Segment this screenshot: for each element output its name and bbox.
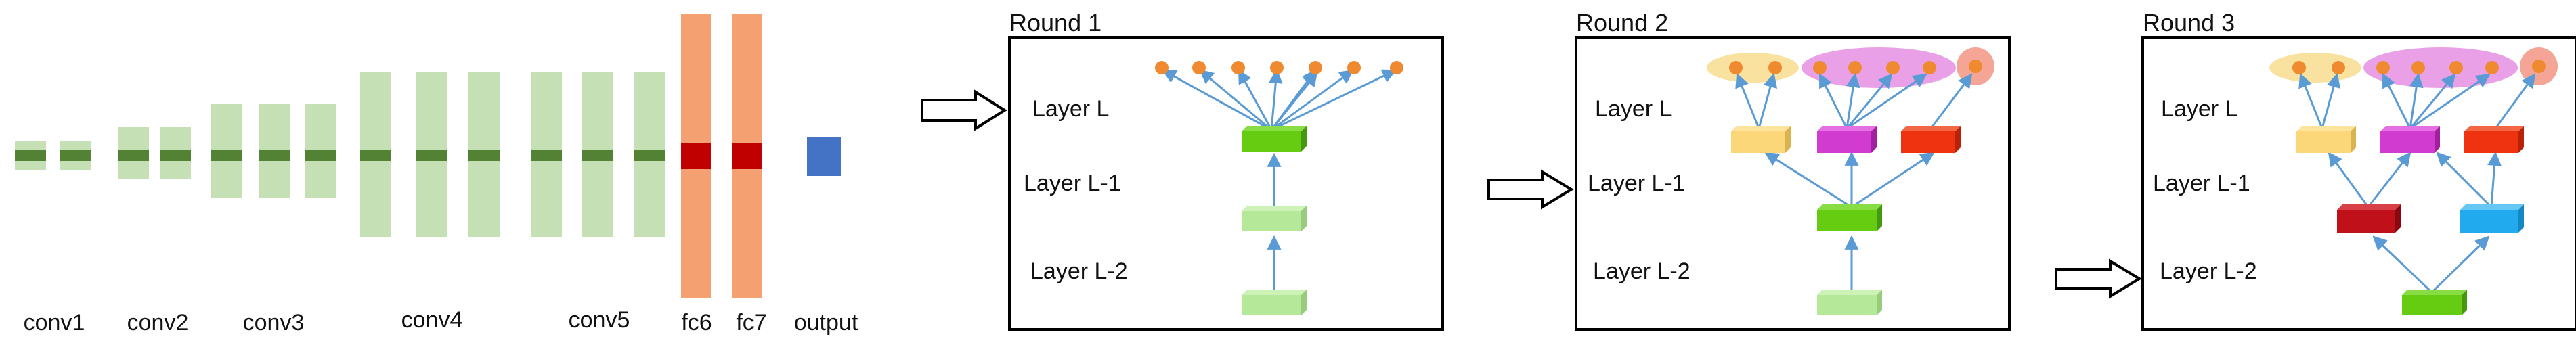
round2-node-l-red [1901,126,1961,153]
round2-layer-l-1: Layer L-1 [1588,170,1685,196]
round2-node-l-magenta [1817,126,1877,153]
round1-panel: Round 1 Layer L Layer L-1 Layer L-2 [1008,9,1444,331]
yellow-cluster [1707,53,1799,83]
fc7-label: fc7 [736,310,766,336]
conv4-label: conv4 [401,307,463,333]
round3-title: Round 3 [2143,9,2235,37]
cnn-architecture: conv1 conv2 conv3 conv4 conv5 fc6 fc7 ou… [15,14,858,336]
round2-leaf-nodes [1729,60,1982,74]
round2-edges [1735,72,1973,292]
leaf-node [1309,61,1322,74]
round2-node-l-2 [1817,290,1882,315]
round3-node-l-1-darkred [2337,204,2401,233]
leaf-node [1390,61,1403,74]
leaf-node [1347,61,1361,74]
conv5-layer [531,72,665,237]
leaf-node [1155,61,1169,74]
round3-edges [2298,72,2536,294]
round1-layer-l: Layer L [1032,96,1109,122]
round1-frame [1008,36,1444,331]
round2-title: Round 2 [1576,9,1668,37]
round1-leaf-nodes [1155,61,1403,74]
round2-frame [1575,36,2011,331]
leaf-node [2292,61,2306,74]
leaf-node [1813,61,1827,74]
leaf-node [2485,61,2499,74]
conv2-layer [118,127,191,179]
round2-node-l-yellow [1731,126,1791,153]
leaf-node [2376,61,2390,74]
round3-node-l-yellow [2296,126,2356,153]
round2-layer-l: Layer L [1595,96,1672,122]
conv1-label: conv1 [24,310,85,336]
round3-layer-l: Layer L [2161,96,2237,122]
round3-node-l-1-blue [2460,204,2524,233]
output-layer [807,137,841,176]
fc6-label: fc6 [681,310,712,336]
leaf-node [1192,61,1206,74]
conv3-label: conv3 [243,310,305,336]
round3-layer-l-1: Layer L-1 [2153,170,2250,196]
conv1-layer [15,141,91,170]
round3-leaf-nodes [2292,60,2546,74]
fc6-layer [681,14,711,298]
leaf-node [1729,61,1743,74]
arrow-to-round2 [1487,169,1574,210]
output-label: output [794,310,858,336]
leaf-node [1270,61,1284,74]
round3-panel: Round 3 Layer L Layer L-1 Layer L-2 [2141,9,2576,331]
round3-node-l-2 [2402,290,2467,315]
round3-frame [2141,36,2576,331]
round1-layer-l-1: Layer L-1 [1024,170,1121,196]
leaf-node [2532,60,2546,73]
yellow-cluster [2269,53,2361,83]
round1-title: Round 1 [1009,9,1101,37]
leaf-node [1923,61,1936,74]
leaf-node [1886,61,1900,74]
leaf-node [1231,61,1245,74]
round1-node-l-2 [1242,290,1307,315]
leaf-node [1848,61,1862,74]
leaf-node [1969,60,1982,73]
round2-node-l-1 [1817,204,1882,231]
round1-edges [1162,68,1397,292]
fc7-layer [732,14,762,298]
round3-node-l-red [2464,126,2524,153]
round1-layer-l-2: Layer L-2 [1030,258,1128,284]
leaf-node [2411,61,2425,74]
arrow-to-round3 [2055,258,2142,299]
round2-layer-l-2: Layer L-2 [1593,258,1690,284]
conv2-label: conv2 [127,310,189,336]
conv5-label: conv5 [569,307,630,333]
leaf-node [2449,61,2463,74]
round3-node-l-magenta [2380,126,2440,153]
arrow-to-round1 [921,89,1007,131]
leaf-node [1768,61,1782,74]
round3-layer-l-2: Layer L-2 [2160,258,2257,284]
conv4-layer [360,72,500,237]
leaf-node [2332,61,2345,74]
round2-panel: Round 2 Layer L Layer L-1 Layer L-2 [1575,9,2011,331]
conv3-layer [211,104,336,198]
round1-node-l [1242,126,1307,152]
round1-node-l-1 [1242,206,1307,231]
